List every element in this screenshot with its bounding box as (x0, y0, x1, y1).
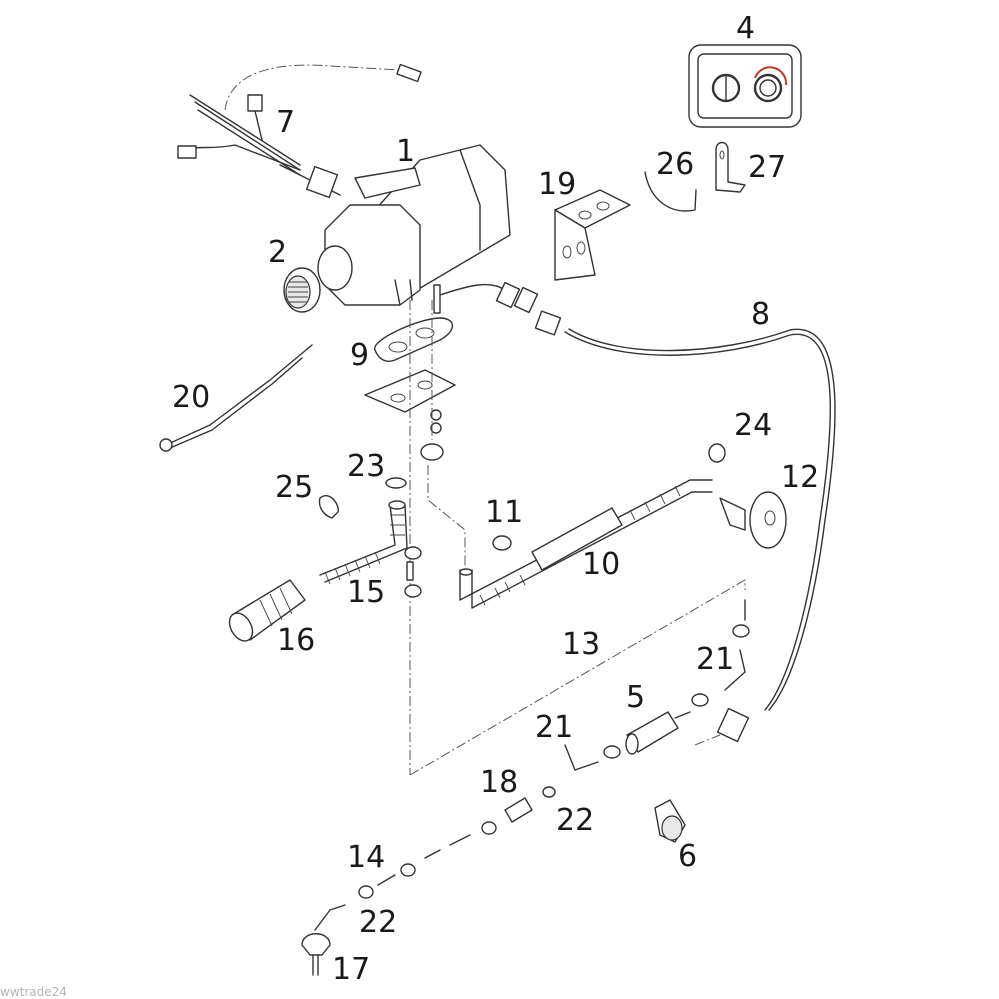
assembly-centerlines (409, 300, 746, 776)
callout-2: 2 (268, 235, 288, 270)
callout-13: 13 (562, 627, 601, 662)
part-heater-unit (317, 144, 539, 314)
part-intake-silencer (228, 579, 306, 642)
callout-21b: 21 (535, 710, 574, 745)
callout-22a: 22 (556, 803, 595, 838)
part-angle-bracket (715, 141, 746, 193)
part-control-panel (688, 44, 802, 128)
callout-27: 27 (748, 150, 787, 185)
callout-20: 20 (172, 380, 211, 415)
part-pump-bracket (654, 799, 686, 843)
callout-25: 25 (275, 470, 314, 505)
callout-12: 12 (781, 460, 820, 495)
part-exhaust-end-piece (719, 491, 787, 549)
part-fuel-filter-line (301, 786, 556, 976)
callout-1: 1 (396, 134, 416, 169)
callout-9: 9 (350, 338, 370, 373)
part-air-intake-grille (283, 267, 321, 313)
part-exhaust-pipe (459, 479, 713, 609)
callout-22b: 22 (359, 905, 398, 940)
callout-8: 8 (751, 297, 771, 332)
callout-21a: 21 (696, 642, 735, 677)
part-cable-tie (644, 171, 697, 212)
callout-17: 17 (332, 952, 371, 987)
callout-24: 24 (734, 408, 773, 443)
callout-16: 16 (277, 623, 316, 658)
callout-14: 14 (347, 840, 386, 875)
callout-10: 10 (582, 547, 621, 582)
callout-5: 5 (626, 680, 646, 715)
part-fuel-pump (564, 599, 750, 771)
callout-15: 15 (347, 575, 386, 610)
callout-11: 11 (485, 495, 524, 530)
callout-19: 19 (538, 167, 577, 202)
callout-4: 4 (736, 11, 756, 46)
part-fuse-cable (159, 344, 313, 452)
part-intake-hose (319, 500, 408, 585)
callout-7: 7 (276, 105, 296, 140)
callout-26: 26 (656, 147, 695, 182)
callout-23: 23 (347, 449, 386, 484)
callout-6: 6 (678, 839, 698, 874)
part-fuel-pump-cable (534, 310, 836, 743)
watermark: wwtrade24 (0, 985, 67, 999)
part-wiring-harness (177, 63, 422, 199)
part-hose-clamps (318, 443, 726, 598)
part-mounting-bracket (554, 189, 631, 281)
callout-18: 18 (480, 765, 519, 800)
